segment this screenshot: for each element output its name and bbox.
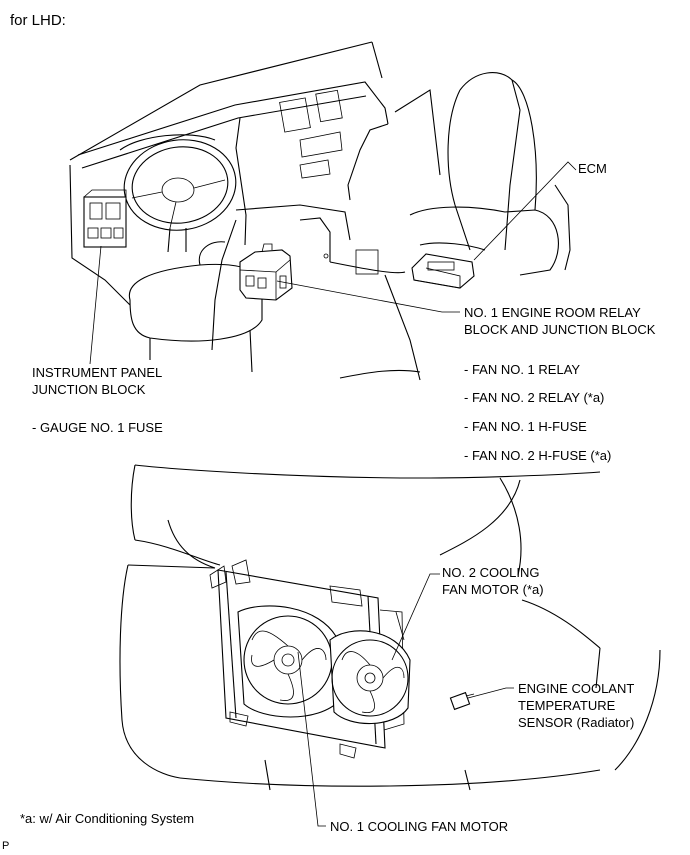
ect-sensor-label-line-3: SENSOR (Radiator) <box>518 715 635 730</box>
fan-1-relay-label: - FAN NO. 1 RELAY <box>464 362 581 377</box>
fan-1-hfuse-label: - FAN NO. 1 H-FUSE <box>464 419 587 434</box>
ecm-label: ECM <box>578 161 607 176</box>
fan-2-motor-label-line-1: NO. 2 COOLING <box>442 565 540 580</box>
relay-block-label-line-2: BLOCK AND JUNCTION BLOCK <box>464 322 656 337</box>
fan-2-motor-label-line-2: FAN MOTOR (*a) <box>442 582 544 597</box>
relay-block-label-line-1: NO. 1 ENGINE ROOM RELAY <box>464 305 641 320</box>
gauge-fuse-label: - GAUGE NO. 1 FUSE <box>32 420 163 435</box>
ect-sensor-label-line-2: TEMPERATURE <box>518 698 616 713</box>
page-header: for LHD: <box>10 12 66 29</box>
corner-mark: P <box>2 840 10 852</box>
front-end-drawing <box>119 464 661 791</box>
cabin-interior-drawing <box>69 41 571 381</box>
ect-sensor-label-line-1: ENGINE COOLANT <box>518 681 635 696</box>
lower-leader-lines <box>297 573 514 827</box>
engine-room-relay-block-drawing <box>239 243 293 301</box>
footnote: *a: w/ Air Conditioning System <box>20 811 195 826</box>
coolant-temp-sensor-drawing <box>449 691 475 711</box>
fan-2-relay-label: - FAN NO. 2 RELAY (*a) <box>464 390 605 405</box>
instrument-panel-jb-label-line-2: JUNCTION BLOCK <box>32 382 146 397</box>
ecm-drawing <box>411 253 475 289</box>
instrument-panel-junction-block-drawing <box>83 189 127 248</box>
fan-2-hfuse-label: - FAN NO. 2 H-FUSE (*a) <box>464 448 612 463</box>
fan-1-motor-label: NO. 1 COOLING FAN MOTOR <box>330 819 509 834</box>
upper-leader-lines <box>89 161 577 365</box>
cooling-fan-shroud-drawing <box>237 605 411 725</box>
instrument-panel-jb-label-line-1: INSTRUMENT PANEL <box>32 365 163 380</box>
